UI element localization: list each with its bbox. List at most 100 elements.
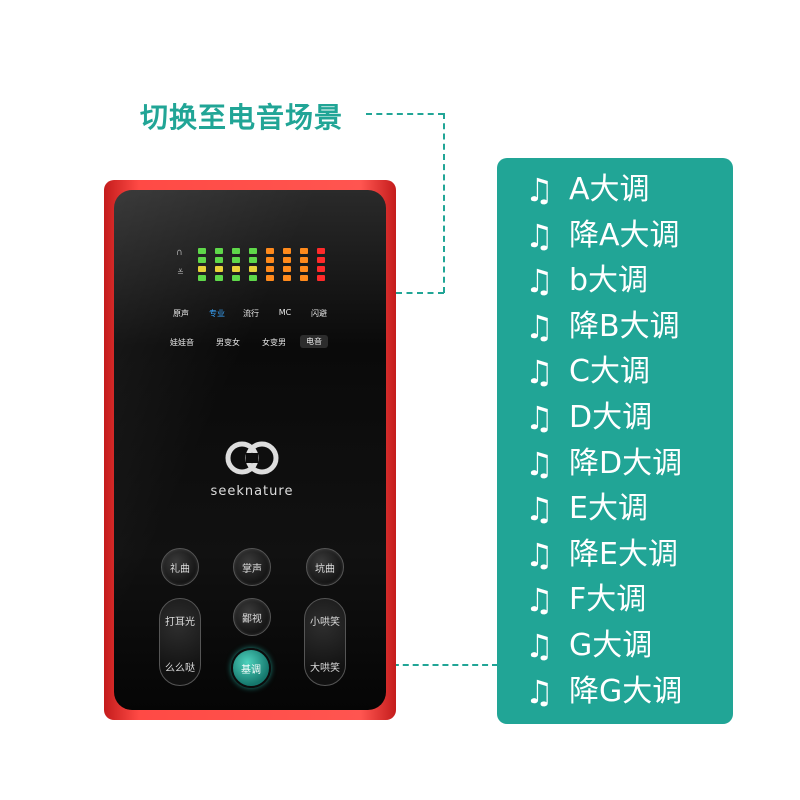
- meter-segment: [232, 266, 240, 272]
- key-item[interactable]: ♫ b大调: [525, 261, 648, 301]
- key-item[interactable]: ♫ 降D大调: [525, 444, 682, 484]
- key-item[interactable]: ♫ 降A大调: [525, 216, 680, 256]
- meter-segment: [317, 248, 325, 254]
- key-label: F大调: [569, 582, 647, 618]
- mode-yuansheng[interactable]: 原声: [173, 309, 189, 318]
- key-item[interactable]: ♫降G大调: [525, 672, 682, 712]
- button-jidiao[interactable]: 基调: [231, 648, 271, 688]
- meter-segment: [198, 275, 206, 281]
- mode-dianyin[interactable]: 电音: [300, 335, 328, 348]
- meter-segment: [198, 266, 206, 272]
- meter-segment: [249, 257, 257, 263]
- meter-segment: [198, 257, 206, 263]
- meter-column: [317, 248, 325, 284]
- key-item[interactable]: ♫ A大调: [525, 170, 650, 210]
- key-label: C大调: [569, 354, 650, 390]
- music-note-icon: ♫: [525, 353, 554, 392]
- meter-segment: [232, 248, 240, 254]
- meter-column: [232, 248, 240, 284]
- connector-line-vertical: [443, 113, 445, 293]
- key-label: E大调: [569, 491, 648, 527]
- key-label: 降D大调: [569, 445, 683, 481]
- meter-segment: [317, 257, 325, 263]
- button-kengqu[interactable]: 坑曲: [306, 548, 344, 586]
- meter-segment: [300, 248, 308, 254]
- meter-segment: [283, 275, 291, 281]
- mode-zhuanye[interactable]: 专业: [209, 309, 225, 318]
- key-label: 降G大调: [569, 673, 683, 709]
- meter-segment: [300, 275, 308, 281]
- device-panel: ∩ ≚ 原声 专业 流行 MC 闪避 娃娃音 男变女 女变男 电音 seekna…: [114, 190, 386, 710]
- music-note-icon: ♫: [525, 581, 554, 620]
- button-xiaohongxiao[interactable]: 小哄笑: [310, 617, 340, 628]
- meter-segment: [266, 266, 274, 272]
- meter-segment: [198, 248, 206, 254]
- button-pill-right[interactable]: 小哄笑 大哄笑: [304, 598, 346, 686]
- key-label: G大调: [569, 628, 653, 663]
- button-bishi[interactable]: 鄙视: [233, 598, 271, 636]
- meter-column: [266, 248, 274, 284]
- key-item[interactable]: ♫D大调: [525, 398, 652, 438]
- connector-line-top: [366, 113, 444, 115]
- meter-segment: [215, 257, 223, 263]
- meter-segment: [215, 275, 223, 281]
- button-memeda[interactable]: 么么哒: [165, 663, 195, 674]
- key-label: 降A大调: [569, 217, 680, 253]
- key-item[interactable]: ♫ E大调: [525, 489, 648, 529]
- button-daerguang[interactable]: 打耳光: [165, 617, 195, 628]
- meter-segment: [266, 248, 274, 254]
- music-note-icon: ♫: [525, 307, 554, 346]
- meter-segment: [232, 275, 240, 281]
- music-note-icon: ♫: [525, 444, 554, 483]
- meter-segment: [215, 248, 223, 254]
- meter-segment: [300, 266, 308, 272]
- key-label: 降E大调: [569, 536, 678, 572]
- key-item[interactable]: ♫ C大调: [525, 352, 650, 392]
- meter-segment: [266, 257, 274, 263]
- meter-segment: [283, 266, 291, 272]
- music-note-icon: ♫: [525, 535, 554, 574]
- headphone-icon: ∩: [176, 248, 183, 258]
- meter-segment: [249, 275, 257, 281]
- button-pill-left[interactable]: 打耳光 么么哒: [159, 598, 201, 686]
- meter-segment: [317, 275, 325, 281]
- key-item[interactable]: ♫ 降E大调: [525, 535, 678, 575]
- meter-segment: [249, 248, 257, 254]
- meter-column: [198, 248, 206, 284]
- key-list-panel: ♫A大调♫降A大调♫b大调♫降B大调♫C大调♫D大调♫降D大调♫E大调♫降E大调…: [497, 158, 733, 724]
- music-note-icon: ♫: [525, 490, 554, 529]
- meter-segment: [283, 257, 291, 263]
- button-dahongxiao[interactable]: 大哄笑: [310, 663, 340, 674]
- callout-title: 切换至电音场景: [140, 101, 344, 134]
- meter-segment: [266, 275, 274, 281]
- meter-segment: [317, 266, 325, 272]
- mode-nanbiannu[interactable]: 男变女: [216, 338, 240, 347]
- meter-column: [249, 248, 257, 284]
- mode-mc[interactable]: MC: [278, 308, 292, 317]
- key-item[interactable]: ♫ G大调: [525, 626, 652, 666]
- meter-segment: [215, 266, 223, 272]
- key-label: b大调: [569, 263, 649, 299]
- mode-nubiannan[interactable]: 女变男: [262, 338, 286, 347]
- meter-segment: [283, 248, 291, 254]
- meter-column: [283, 248, 291, 284]
- key-item[interactable]: ♫降B大调: [525, 307, 680, 347]
- music-note-icon: ♫: [525, 216, 554, 255]
- mode-liuxing[interactable]: 流行: [243, 309, 259, 318]
- music-note-icon: ♫: [525, 627, 554, 665]
- music-note-icon: ♫: [525, 171, 554, 209]
- meter-column: [215, 248, 223, 284]
- meter-segment: [249, 266, 257, 272]
- mode-shanbi[interactable]: 闪避: [311, 309, 327, 318]
- connector-line-device: [396, 292, 444, 294]
- meter-segment: [300, 257, 308, 263]
- key-item[interactable]: ♫ F大调: [525, 580, 646, 620]
- mode-wawayin[interactable]: 娃娃音: [170, 338, 194, 347]
- brand-logo-icon: [225, 441, 279, 475]
- mic-icon: ≚: [177, 268, 184, 277]
- key-label: A大调: [569, 172, 650, 207]
- music-note-icon: ♫: [525, 262, 554, 301]
- music-note-icon: ♫: [525, 399, 554, 437]
- button-liqu[interactable]: 礼曲: [161, 548, 199, 586]
- button-zhangsheng[interactable]: 掌声: [233, 548, 271, 586]
